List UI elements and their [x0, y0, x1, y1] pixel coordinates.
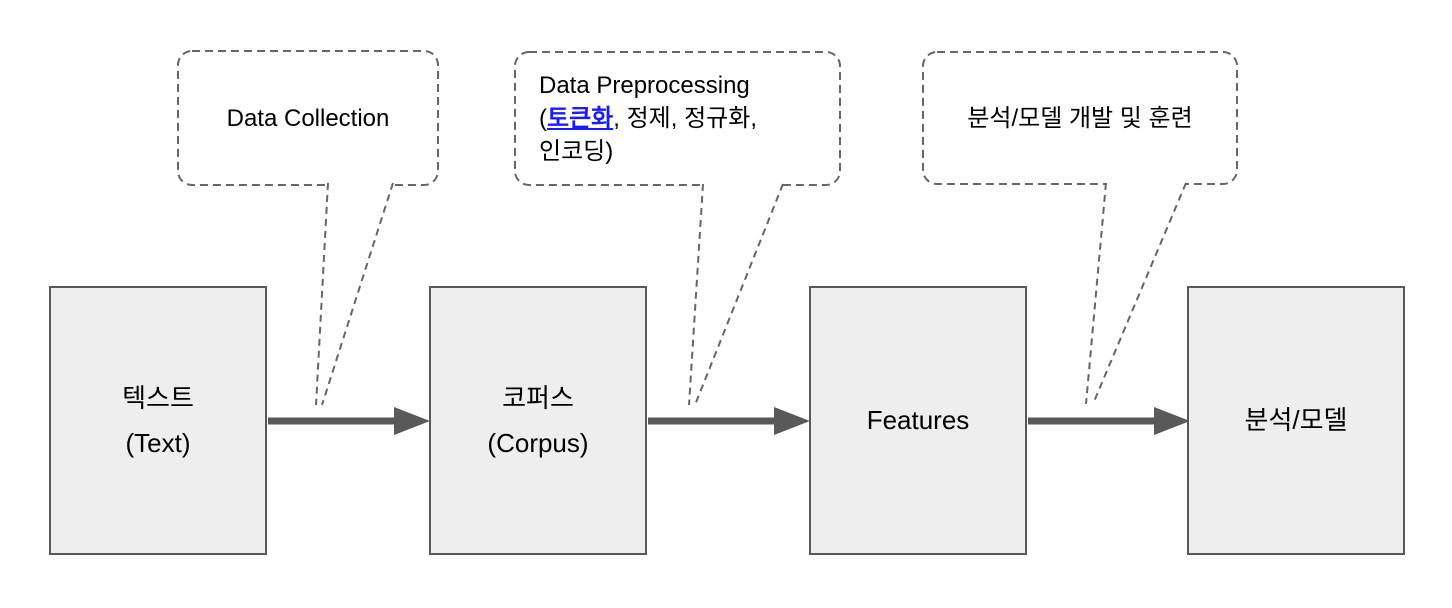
arrow-1-head-icon	[394, 407, 430, 435]
arrow-3	[1028, 407, 1190, 435]
callout-2-tail-right	[694, 183, 784, 406]
box-analysis-model: 분석/모델	[1187, 286, 1405, 555]
box-corpus-label-line1: 코퍼스	[502, 382, 574, 413]
box-features-label-line1: Features	[866, 405, 970, 435]
arrow-3-head-icon	[1154, 407, 1190, 435]
box-corpus: 코퍼스 (Corpus)	[429, 286, 647, 555]
callout-2-tail-left	[688, 183, 704, 406]
callout-3-tail-right	[1092, 182, 1187, 405]
callout-data-preprocessing-line2: (토큰화, 정제, 정규화,	[539, 102, 757, 135]
callout-data-collection: Data Collection	[178, 51, 438, 185]
callout-data-collection-outline	[177, 50, 439, 186]
callout-2-tail-gap	[704, 182, 782, 190]
arrow-2	[648, 407, 810, 435]
box-corpus-label-line2: (Corpus)	[487, 427, 589, 458]
callout-data-preprocessing-line3: 인코딩)	[539, 135, 613, 168]
callout-1-tail-right	[321, 182, 394, 406]
callout-data-preprocessing: Data Preprocessing (토큰화, 정제, 정규화, 인코딩)	[539, 52, 829, 185]
callout-3-tail-left	[1085, 182, 1107, 405]
tokenization-link[interactable]: 토큰화	[547, 105, 614, 132]
callout-3-tail-gap	[1107, 181, 1185, 189]
box-text-label-line2: (Text)	[125, 427, 191, 458]
arrow-2-head-icon	[774, 407, 810, 435]
callout-1-tail-gap	[326, 181, 392, 189]
box-features: Features	[809, 286, 1027, 555]
callout-1-tail-left	[315, 182, 329, 406]
box-text: 텍스트 (Text)	[49, 286, 267, 555]
preprocessing-title-text: Data Preprocessing	[539, 72, 750, 99]
callout-data-collection-label: Data Collection	[226, 104, 390, 132]
preprocessing-line3-text: 인코딩)	[539, 138, 614, 165]
callout-analysis-training-outline	[922, 51, 1238, 185]
box-analysis-model-label-line1: 분석/모델	[1244, 405, 1348, 435]
preprocessing-line2-rest: , 정제, 정규화,	[613, 105, 757, 132]
callout-data-preprocessing-line1: Data Preprocessing	[539, 69, 750, 102]
callout-analysis-training: 분석/모델 개발 및 훈련	[923, 52, 1237, 184]
callout-analysis-training-label: 분석/모델 개발 및 훈련	[967, 104, 1193, 132]
arrow-1	[268, 407, 430, 435]
callout-data-preprocessing-outline	[514, 51, 841, 186]
preprocessing-paren-open: (	[539, 105, 547, 132]
box-text-label-line1: 텍스트	[122, 382, 194, 413]
